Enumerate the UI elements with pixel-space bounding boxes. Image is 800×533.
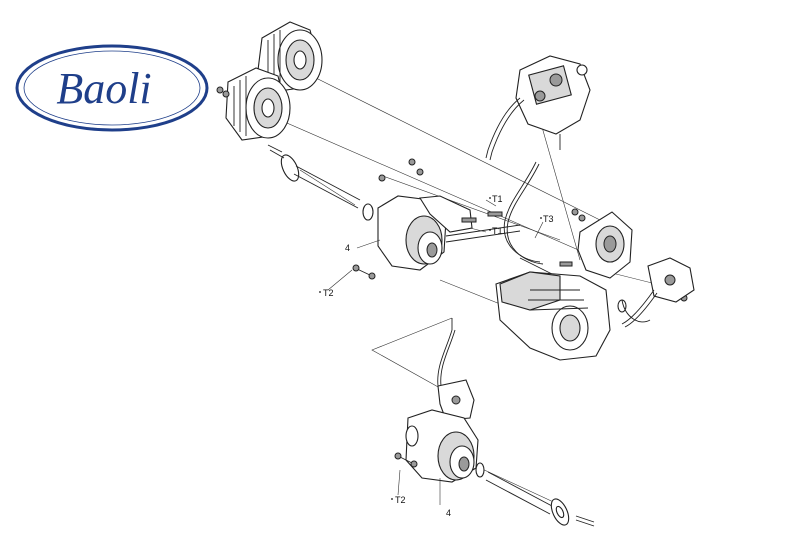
axle-shaft-upper	[267, 144, 374, 221]
callout-leaders	[327, 199, 544, 505]
callout-dot	[540, 217, 542, 219]
baoli-logo: Baoli	[15, 44, 209, 132]
brake-drum-lower	[225, 67, 291, 141]
callout-dot	[319, 291, 321, 293]
callout-dot	[489, 197, 491, 199]
callout-t1-lower: T1	[492, 226, 503, 236]
brake-cable-upper	[503, 161, 553, 275]
wheel-hub-lower	[405, 409, 485, 483]
valve-assembly-top	[485, 55, 591, 161]
logo-ellipse	[15, 44, 209, 132]
callout-t2-lower: T2	[395, 495, 406, 505]
axle-shaft-lower	[485, 471, 595, 527]
differential-housing	[495, 211, 633, 361]
callout-t2-upper: T2	[323, 288, 334, 298]
callout-t1-upper: T1	[492, 194, 503, 204]
hardware-lower-hub	[394, 452, 418, 468]
callout-item4-lower: 4	[446, 508, 451, 518]
brake-cable-lower	[437, 318, 475, 421]
callout-t3: T3	[543, 214, 554, 224]
callout-item4-upper: 4	[345, 243, 350, 253]
callout-dot	[489, 229, 491, 231]
logo-text: Baoli	[56, 64, 151, 113]
logo-inner-ring	[23, 50, 201, 126]
valve-assembly-right	[617, 257, 695, 328]
hardware-upper-hub	[352, 158, 503, 280]
small-hardware-top-left	[216, 86, 230, 98]
wheel-hub-upper	[377, 195, 521, 271]
callout-dot	[391, 498, 393, 500]
